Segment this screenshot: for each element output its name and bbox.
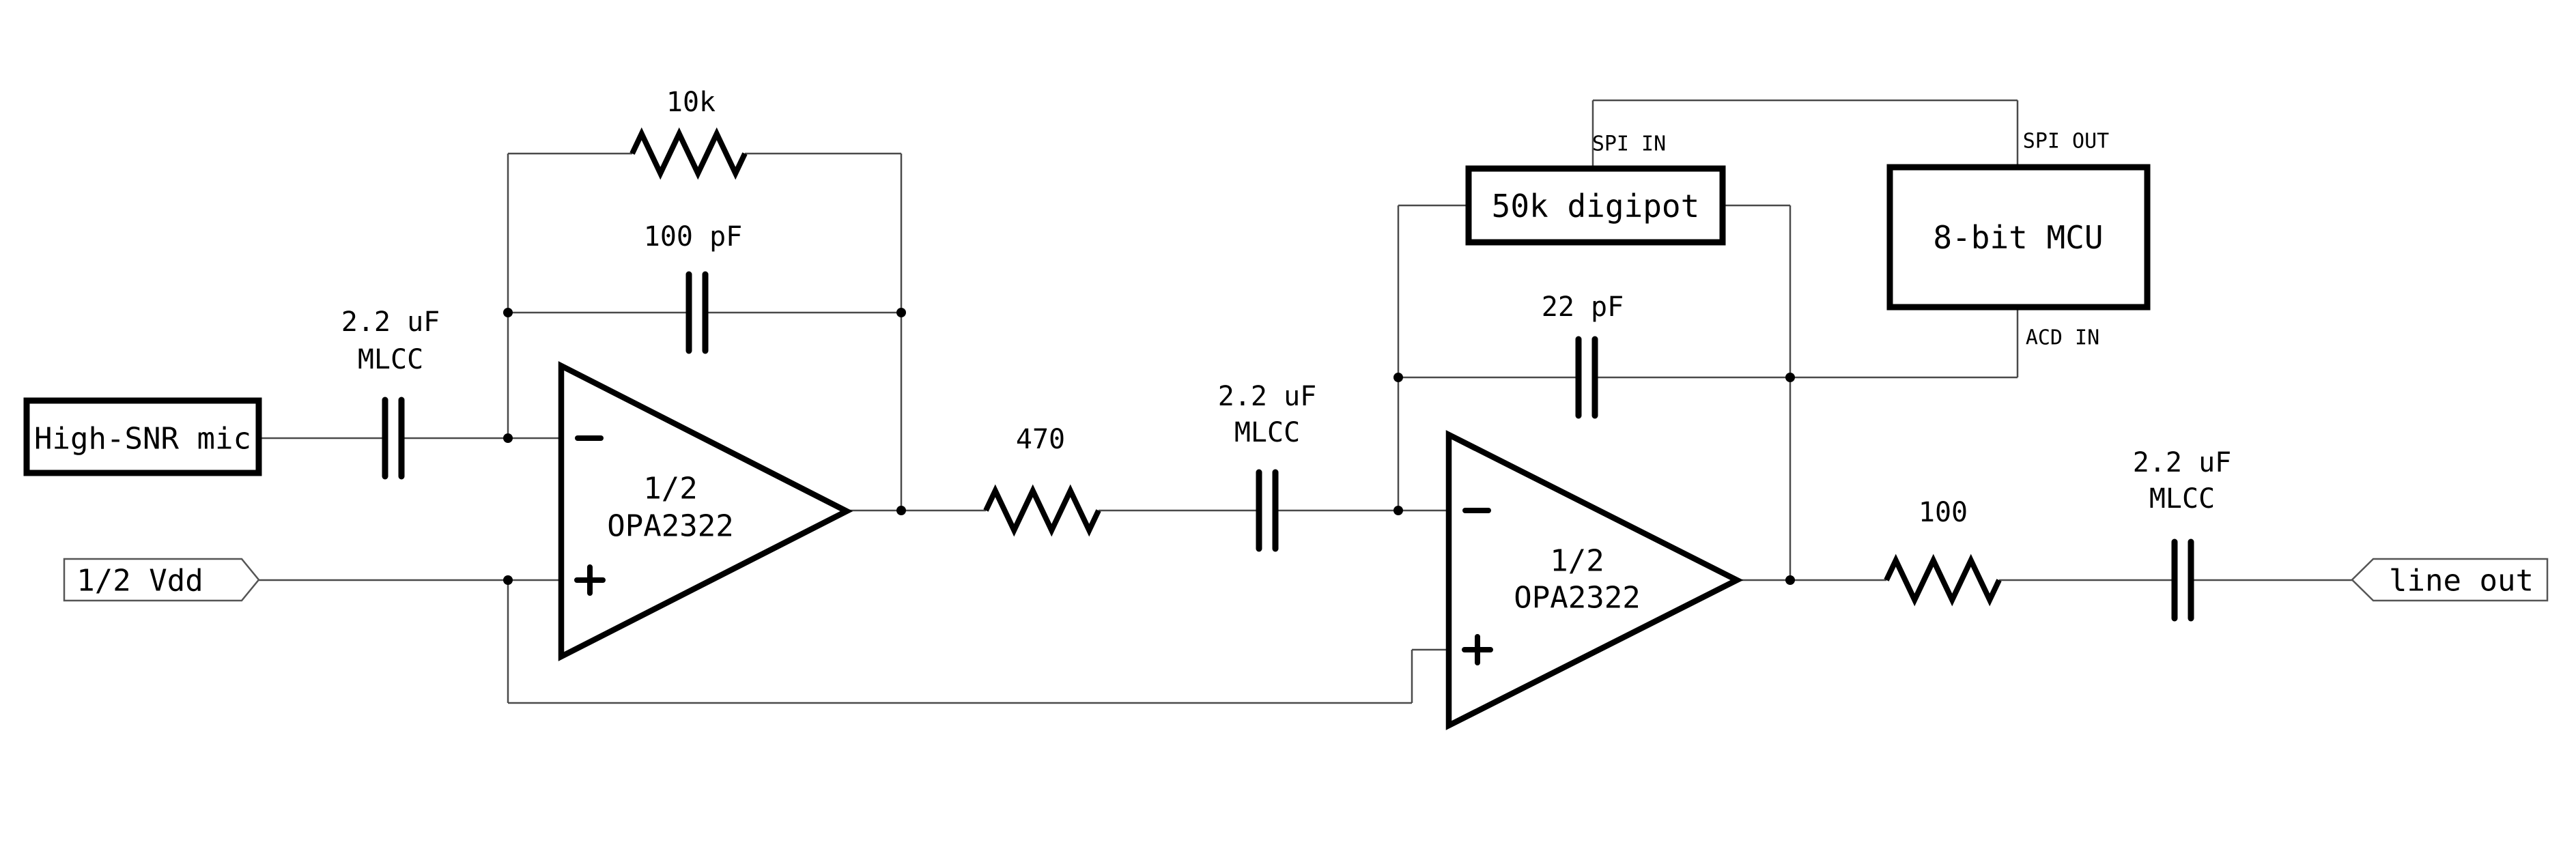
opamp2: 1/2 OPA2322 — [1445, 430, 1744, 730]
junction-dot — [1393, 506, 1403, 515]
junction-dot — [503, 433, 513, 443]
mcu-box-label: 8-bit MCU — [1933, 219, 2103, 256]
vdd-flag: 1/2 Vdd — [63, 558, 260, 602]
opamp1-triangle — [558, 361, 853, 661]
output-cap-type-label: MLCC — [2149, 483, 2215, 515]
coupling-cap-type-label: MLCC — [1234, 417, 1300, 448]
comp-cap-label: 22 pF — [1542, 291, 1624, 323]
junction-dot — [503, 575, 513, 585]
capacitor-comp-symbol — [1575, 336, 1598, 419]
junction-dots — [503, 308, 1795, 585]
acd-in-pin-label: ACD IN — [2026, 326, 2099, 350]
junction-dot — [503, 308, 513, 317]
wires — [259, 99, 2352, 704]
junction-dot — [1393, 373, 1403, 382]
resistor-100-symbol — [1884, 553, 2002, 607]
opamp2-triangle — [1445, 430, 1744, 730]
opamp1: 1/2 OPA2322 — [558, 361, 853, 661]
vdd-flag-outline — [63, 558, 260, 602]
opamp2-designator: 1/2 — [1550, 544, 1604, 579]
mcu-box-outline — [1886, 164, 2151, 311]
feedback-cap-label: 100 pF — [644, 221, 743, 253]
opamp1-plus-mark — [574, 564, 606, 596]
feedback-resistor-label: 10k — [666, 87, 716, 118]
junction-dot — [896, 506, 906, 515]
input-cap-value-label: 2.2 uF — [341, 306, 440, 338]
junction-dot — [1785, 575, 1795, 585]
mcu-box: 8-bit MCU — [1886, 164, 2151, 311]
coupling-cap-value-label: 2.2 uF — [1218, 381, 1317, 412]
mic-source-box: High-SNR mic — [23, 397, 262, 476]
opamp2-part-number: OPA2322 — [1514, 581, 1640, 616]
spi-in-pin-label: SPI IN — [1592, 132, 1666, 156]
vdd-flag-label: 1/2 Vdd — [76, 564, 203, 599]
capacitor-coupling-symbol — [1256, 469, 1279, 552]
capacitor-output-symbol — [2171, 538, 2194, 622]
opamp1-part-number: OPA2322 — [607, 509, 733, 544]
resistor-10k-symbol — [629, 127, 748, 180]
series-resistor-label: 470 — [1016, 424, 1065, 455]
spi-out-pin-label: SPI OUT — [2023, 130, 2109, 154]
resistor-470-symbol — [983, 484, 1101, 537]
opamp1-designator: 1/2 — [643, 472, 697, 506]
capacitor-feedback-symbol — [685, 271, 709, 354]
line-out-flag-label: line out — [2389, 564, 2534, 599]
mic-box-label: High-SNR mic — [34, 422, 251, 457]
line-out-flag: line out — [2351, 558, 2549, 602]
mic-box-outline — [23, 397, 262, 476]
opamp2-plus-mark — [1462, 634, 1493, 665]
output-cap-value-label: 2.2 uF — [2133, 447, 2232, 478]
line-out-flag-outline — [2351, 558, 2549, 602]
junction-dot — [896, 308, 906, 317]
digipot-box-outline — [1465, 165, 1726, 246]
output-resistor-label: 100 — [1919, 497, 1968, 528]
digipot-box-label: 50k digipot — [1492, 188, 1700, 225]
digipot-box: 50k digipot — [1465, 165, 1726, 246]
capacitor-input-symbol — [382, 397, 405, 480]
input-cap-type-label: MLCC — [358, 344, 423, 375]
junction-dot — [1785, 373, 1795, 382]
